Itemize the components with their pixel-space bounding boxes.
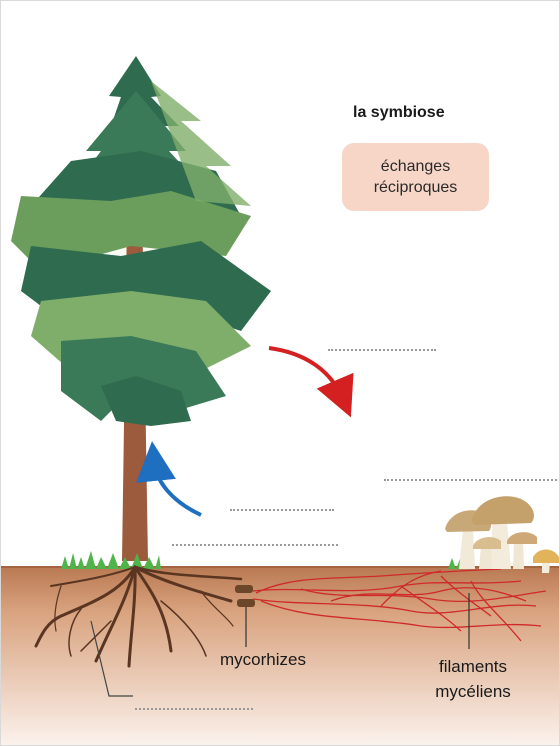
blank-roots[interactable] — [135, 708, 253, 710]
blank-fungus-right[interactable] — [384, 479, 560, 481]
filaments-label-line-1: filaments — [425, 654, 521, 679]
exchanges-line-2: réciproques — [374, 177, 458, 198]
mushrooms — [445, 496, 559, 573]
blue-arrow — [154, 461, 201, 515]
exchanges-line-1: échanges — [381, 156, 450, 177]
diagram-title: la symbiose — [353, 104, 445, 122]
blank-blue-arrow-upper[interactable] — [230, 509, 334, 511]
mycorrhiza-nodule — [235, 585, 253, 593]
mycorrhizae-label: mycorhizes — [220, 650, 306, 670]
filaments-label: filaments mycéliens — [425, 654, 521, 704]
red-arrow — [269, 348, 343, 399]
filaments-label-line-2: mycéliens — [425, 679, 521, 704]
blank-red-arrow[interactable] — [328, 349, 436, 351]
exchanges-box: échanges réciproques — [342, 143, 489, 211]
blank-blue-arrow-lower[interactable] — [172, 544, 338, 546]
mycorrhiza-nodule — [237, 599, 255, 607]
